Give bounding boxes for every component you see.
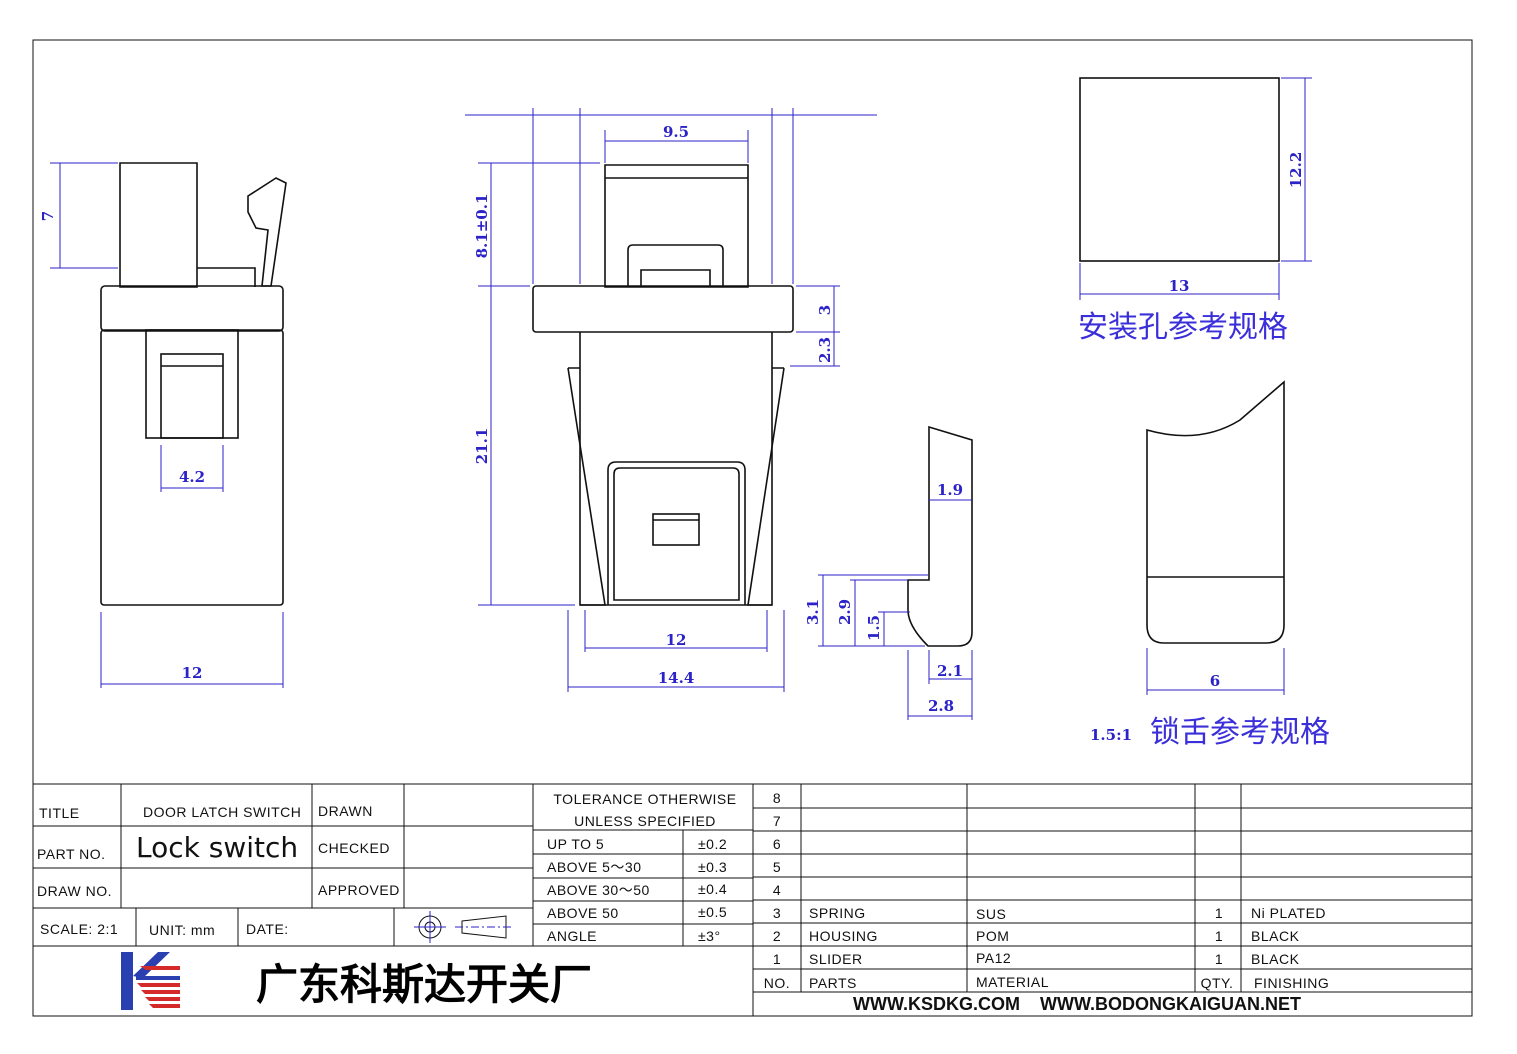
tongue-side-view: 1.9 3.1 2.9 1.5 2.1 2.8 [804, 425, 973, 720]
dim-side-7: 7 [39, 211, 57, 221]
bom-no: 4 [773, 882, 781, 898]
dim-front-9-5: 9.5 [663, 123, 689, 141]
tolerance-range: ABOVE 5～30 [547, 859, 642, 875]
side-slider-body [119, 162, 198, 288]
bom-finishing: Ni PLATED [1251, 905, 1326, 921]
bom-header-qty: QTY. [1201, 975, 1234, 991]
dim-side-4-2: 4.2 [179, 468, 205, 486]
dim-tongue-6: 6 [1210, 672, 1220, 690]
bom-header-part: PARTS [809, 975, 857, 991]
tongue-side-outline [907, 425, 973, 647]
dim-side-12: 12 [182, 664, 203, 682]
side-slider-step [197, 267, 256, 287]
bom-no: 2 [773, 928, 781, 944]
bom-header-material: MATERIAL [976, 974, 1049, 990]
bom-part: HOUSING [809, 928, 878, 944]
bom-qty: 1 [1215, 905, 1223, 921]
tolerance-value: ±3° [698, 928, 721, 944]
side-window-inner [160, 353, 224, 439]
dim-front-3: 3 [816, 305, 834, 315]
bom-material: PA12 [976, 950, 1011, 966]
dim-tongue-1-9: 1.9 [937, 481, 963, 499]
title-block: TITLE DOOR LATCH SWITCH DRAWN PART NO. L… [33, 783, 1472, 1016]
tolerance-value: ±0.5 [698, 904, 727, 920]
dim-tongue-2-9: 2.9 [836, 599, 854, 625]
tolerance-range: ABOVE 30～50 [547, 882, 650, 898]
dim-front-8-1: 8.1±0.1 [473, 194, 491, 259]
website-text: WWW.KSDKG.COM WWW.BODONGKAIGUAN.NET [853, 994, 1301, 1014]
bom-qty: 1 [1215, 928, 1223, 944]
tolerance-header-2: UNLESS SPECIFIED [574, 813, 716, 829]
bom-part: SPRING [809, 905, 866, 921]
title-value: DOOR LATCH SWITCH [143, 804, 301, 820]
dim-tongue-1-5: 1.5 [865, 615, 883, 641]
dim-tongue-2-8: 2.8 [928, 697, 954, 715]
bom-header-finishing: FINISHING [1254, 975, 1329, 991]
part-no-value: Lock switch [136, 831, 298, 864]
side-window [145, 329, 239, 439]
dim-front-14-4: 14.4 [658, 669, 695, 687]
title-label: TITLE [39, 805, 80, 821]
approved-label: APPROVED [318, 882, 400, 898]
tongue-front-view: 6 1.5:1 锁舌参考规格 [1090, 380, 1330, 750]
bom-no: 7 [773, 813, 781, 829]
tolerance-value: ±0.2 [698, 836, 727, 852]
dim-hole-12-2: 12.2 [1287, 152, 1305, 189]
tolerance-header-1: TOLERANCE OTHERWISE [553, 791, 736, 807]
checked-label: CHECKED [318, 840, 390, 856]
dim-front-21-1: 21.1 [473, 428, 491, 465]
bom-finishing: BLACK [1251, 928, 1300, 944]
projection-symbol-icon [414, 911, 514, 943]
dim-hole-13: 13 [1169, 277, 1190, 295]
dim-tongue-3-1: 3.1 [804, 599, 822, 625]
tongue-scale-label: 1.5:1 [1090, 726, 1132, 744]
bom-qty: 1 [1215, 951, 1223, 967]
drawn-label: DRAWN [318, 803, 373, 819]
front-view: 9.5 8.1±0.1 21.1 3 2.3 12 14.4 [465, 108, 877, 692]
company-name: 广东科斯达开关厂 [256, 960, 592, 1009]
tolerance-range: ABOVE 50 [547, 905, 619, 921]
tolerance-value: ±0.3 [698, 859, 727, 875]
bom-no: 8 [773, 790, 781, 806]
front-left-spring [567, 367, 606, 606]
bom-no: 1 [773, 951, 781, 967]
bom-part: SLIDER [809, 951, 863, 967]
front-slider-loop [627, 244, 724, 287]
dim-front-2-3: 2.3 [816, 337, 834, 363]
front-flange [532, 285, 794, 333]
tongue-spec-label: 锁舌参考规格 [1150, 715, 1330, 750]
bom-no: 3 [773, 905, 781, 921]
tongue-front-outline [1146, 380, 1285, 644]
scale-label: SCALE: 2:1 [40, 921, 118, 937]
part-no-label: PART NO. [37, 846, 106, 862]
front-window [607, 461, 746, 605]
bom-header-no: NO. [764, 975, 790, 991]
side-housing-flange [100, 285, 284, 332]
front-slot [652, 513, 700, 546]
front-right-spring [747, 367, 785, 606]
bom-no: 5 [773, 859, 781, 875]
company-logo [119, 950, 181, 1012]
mounting-hole-view: 12.2 13 安装孔参考规格 [1078, 77, 1312, 345]
draw-no-label: DRAW NO. [37, 883, 112, 899]
hole-spec-label: 安装孔参考规格 [1078, 310, 1288, 345]
mounting-hole-rect [1079, 77, 1280, 262]
bom-material: POM [976, 928, 1009, 944]
dim-front-12: 12 [666, 631, 687, 649]
tolerance-range: UP TO 5 [547, 836, 604, 852]
dim-tongue-2-1: 2.1 [937, 662, 963, 680]
bom-material: SUS [976, 906, 1006, 922]
tolerance-value: ±0.4 [698, 881, 727, 897]
tolerance-range: ANGLE [547, 928, 597, 944]
side-view: 7 4.2 12 [39, 162, 287, 688]
date-label: DATE: [246, 921, 289, 937]
side-latch-tongue [247, 177, 287, 287]
unit-label: UNIT: mm [149, 922, 215, 938]
bom-finishing: BLACK [1251, 951, 1300, 967]
bom-no: 6 [773, 836, 781, 852]
front-body [579, 332, 773, 606]
front-slider-top [604, 164, 749, 288]
